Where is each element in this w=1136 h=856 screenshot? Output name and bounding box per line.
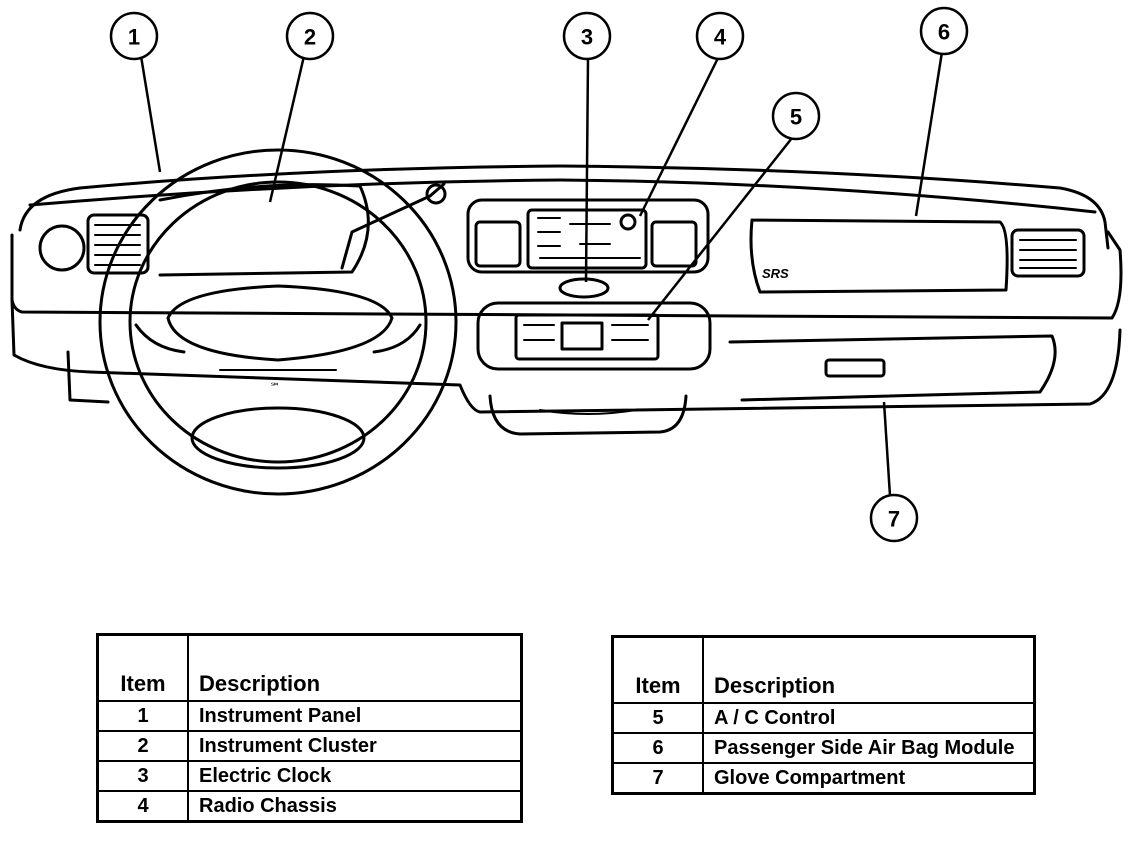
- leader-line-2: [268, 55, 306, 203]
- left-vent: [86, 213, 150, 275]
- right-vent-slats: [1019, 239, 1077, 269]
- legend-row: 5 A / C Control: [611, 702, 1036, 734]
- airbag-door: [749, 218, 1009, 294]
- ac-control: [514, 313, 660, 361]
- callout-3: 3: [581, 25, 593, 50]
- legend-item-number: 5: [611, 702, 704, 734]
- right-vent: [1010, 228, 1086, 278]
- legend-item-description: Glove Compartment: [702, 762, 1036, 795]
- legend-item-number: 6: [611, 732, 704, 764]
- legend-row: 1 Instrument Panel: [96, 700, 523, 732]
- callout-6: 6: [938, 20, 950, 45]
- callout-circle-1: [109, 11, 159, 61]
- steering-wheel-left-spoke: [134, 323, 186, 354]
- dashboard-top-outline: [18, 164, 1110, 250]
- ac-display: [560, 321, 604, 351]
- legend-header-item: Item: [96, 633, 189, 702]
- callout-5: 5: [790, 105, 802, 130]
- airbag-label: SRS: [762, 266, 789, 281]
- cluster-hood: [158, 183, 370, 277]
- leader-line-3: [584, 57, 590, 283]
- legend-header-description: Description: [702, 635, 1036, 704]
- callout-circle-7: [869, 493, 919, 543]
- legend-header-item: Item: [611, 635, 704, 704]
- legend-item-number: 2: [96, 730, 189, 762]
- callout-7: 7: [888, 507, 900, 532]
- legend-item-number: 1: [96, 700, 189, 732]
- legend-item-description: Radio Chassis: [187, 790, 523, 823]
- callout-1: 1: [128, 25, 140, 50]
- turn-signal-stalk-knob: [425, 183, 447, 205]
- legend-table-right: Item Description 5 A / C Control 6 Passe…: [611, 635, 1036, 795]
- dashboard-knee-bolster: [66, 350, 110, 404]
- callout-circle-5: [771, 91, 821, 141]
- headlamp-switch: [38, 224, 86, 272]
- legend-item-description: Instrument Panel: [187, 700, 523, 732]
- center-stack: [466, 198, 710, 274]
- steering-wheel-bottom-spoke: [190, 406, 366, 470]
- legend-item-description: Electric Clock: [187, 760, 523, 792]
- center-right-vent: [650, 220, 698, 268]
- legend-header-row: Item Description: [96, 633, 523, 702]
- leader-line-7: [882, 401, 892, 497]
- callout-circle-4: [695, 11, 745, 61]
- ac-control-bezel: [476, 301, 712, 371]
- ac-buttons: [523, 324, 649, 341]
- callout-circle-6: [919, 6, 969, 56]
- legend-item-number: 7: [611, 762, 704, 795]
- radio-knob: [619, 213, 637, 231]
- steering-wheel-outer: [98, 148, 458, 496]
- steering-column: [340, 182, 446, 270]
- legend-item-number: 3: [96, 760, 189, 792]
- leader-line-4: [638, 57, 720, 217]
- legend-item-description: A / C Control: [702, 702, 1036, 734]
- callout-circle-3: [562, 11, 612, 61]
- legend-row: 3 Electric Clock: [96, 760, 523, 792]
- steering-wheel-inner: [128, 180, 428, 464]
- legend-row: 6 Passenger Side Air Bag Module: [611, 732, 1036, 764]
- callout-4: 4: [714, 25, 727, 50]
- legend-item-description: Instrument Cluster: [187, 730, 523, 762]
- lower-console-slot: [539, 409, 637, 415]
- legend-header-row: Item Description: [611, 635, 1036, 704]
- legend-row: 2 Instrument Cluster: [96, 730, 523, 762]
- electric-clock: [558, 277, 610, 299]
- legend-header-description: Description: [187, 633, 523, 702]
- legend-table-left: Item Description 1 Instrument Panel 2 In…: [96, 633, 523, 823]
- steering-wheel-right-spoke: [372, 323, 422, 354]
- leader-line-6: [914, 51, 944, 217]
- dashboard-lower-body: [10, 298, 1122, 414]
- leader-line-5: [647, 137, 793, 321]
- legend-item-description: Passenger Side Air Bag Module: [702, 732, 1036, 764]
- legend-row: 7 Glove Compartment: [611, 762, 1036, 795]
- callout-2: 2: [304, 25, 316, 50]
- steering-wheel-hub: [166, 284, 394, 362]
- glove-compartment: [728, 334, 1057, 402]
- center-left-vent: [474, 220, 522, 268]
- callout-circle-2: [285, 11, 335, 61]
- legend-row: 4 Radio Chassis: [96, 790, 523, 823]
- radio-buttons: [537, 217, 641, 259]
- wheel-badge: ℠: [270, 382, 280, 393]
- glove-box-latch: [824, 358, 886, 378]
- lower-console: [488, 394, 688, 436]
- leader-line-1: [139, 55, 162, 173]
- instrument-panel-diagram: SRS ℠: [10, 6, 1123, 543]
- legend-item-number: 4: [96, 790, 189, 823]
